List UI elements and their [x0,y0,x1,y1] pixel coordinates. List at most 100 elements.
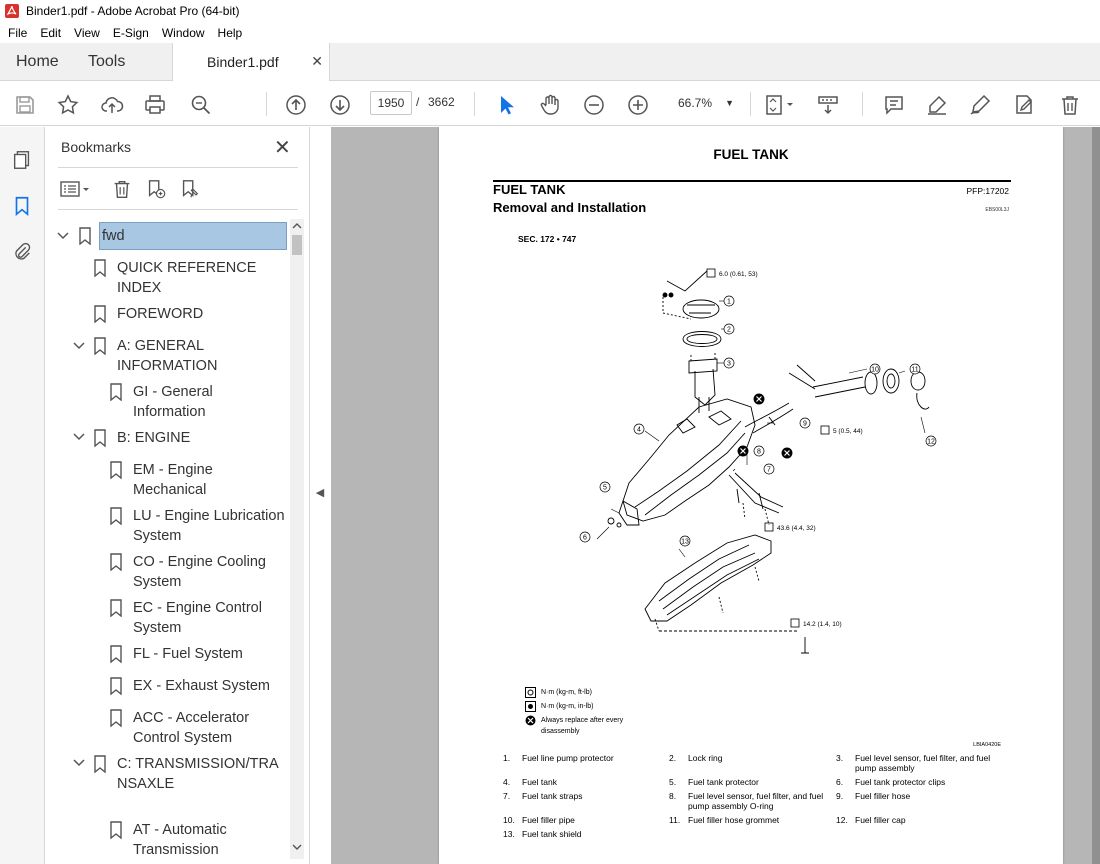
bookmark-item-foreword[interactable]: FOREWORD [117,306,204,322]
scroll-mode-icon[interactable] [815,92,841,118]
ebs-code: EBS00L3J [985,207,1009,213]
attachment-paperclip-icon[interactable] [9,239,35,265]
bookmark-item-ex-exhaust-system[interactable]: EX - Exhaust System [133,678,270,694]
scroll-up-icon[interactable] [292,221,302,231]
menu-esign[interactable]: E-Sign [112,25,149,40]
bookmark-item-lu-engine-lubrication[interactable]: LU - Engine Lubrication System [133,508,285,544]
chevron-down-icon[interactable] [72,339,86,353]
menu-edit[interactable]: Edit [40,25,62,40]
chevron-down-icon[interactable] [56,229,70,243]
tab-tools[interactable]: Tools [88,53,126,70]
scroll-down-icon[interactable] [292,842,302,852]
section-subtitle: Removal and Installation [493,200,647,215]
torque-label-4: 14.2 (1.4, 10) [803,621,842,628]
bookmark-icon [110,507,122,525]
divider [58,167,298,168]
menu-window[interactable]: Window [161,25,205,40]
page-fit-icon[interactable] [762,92,798,118]
callout-6: 6 [583,535,587,542]
next-page-icon[interactable] [327,92,353,118]
previous-page-icon[interactable] [283,92,309,118]
menu-bar: File Edit View E-Sign Window Help [0,22,1100,43]
callout-10: 10 [871,367,879,374]
bookmark-icon [94,429,106,447]
bookmark-item-fl-fuel-system[interactable]: FL - Fuel System [133,646,243,662]
sec-number: SEC. 172 • 747 [518,234,577,244]
callout-1: 1 [727,299,731,306]
torque-ftlb-icon [525,687,536,698]
page-running-header: FUEL TANK [713,147,789,162]
page-total: 3662 [428,95,455,109]
zoom-in-icon[interactable] [625,92,651,118]
bookmarks-scrollbar[interactable] [290,219,304,859]
chevron-down-icon[interactable] [72,756,86,770]
edit-pdf-icon[interactable] [1011,92,1037,118]
zoom-level-value: 66.7% [678,96,713,110]
comment-icon[interactable] [881,92,907,118]
hand-tool-icon[interactable] [537,92,563,118]
toolbar-separator [474,92,475,116]
page-thumbnails-icon[interactable] [9,147,35,173]
star-icon[interactable] [55,92,81,118]
bookmarks-toolbar [58,175,298,203]
document-scrollbar[interactable] [1092,127,1100,864]
bookmark-icon [94,337,106,355]
torque-label-2: 5 (0.5, 44) [833,428,863,435]
new-bookmark-icon[interactable] [144,177,168,201]
collapse-panel-icon[interactable]: ◀ [315,487,325,499]
print-icon[interactable] [142,92,168,118]
main-toolbar: 1950 / 3662 66.7% ▼ [0,82,1100,126]
bookmarks-panel-title: Bookmarks [61,139,132,155]
upload-cloud-icon[interactable] [99,92,125,118]
close-tab-icon[interactable]: ✕ [311,53,323,69]
bookmark-item-ec-engine-control[interactable]: EC - Engine Control System [133,600,262,636]
torque-label-1: 6.0 (0.61, 53) [719,271,758,278]
torque-label-3: 43.6 (4.4, 32) [777,525,816,532]
bookmark-icon [110,383,122,401]
toolbar-separator [266,92,267,116]
tab-home[interactable]: Home [16,53,59,70]
left-navigation-rail [0,127,45,864]
bookmark-item-fwd[interactable]: fwd [102,228,125,244]
callout-4: 4 [637,427,641,434]
section-rule [493,180,1011,182]
bookmark-item-gi-general-information[interactable]: GI - General Information [133,384,213,420]
bookmark-item-quick-reference-index[interactable]: QUICK REFERENCE INDEX [117,260,257,296]
bookmark-properties-icon[interactable] [178,177,202,201]
bookmark-item-transmission-transaxle[interactable]: C: TRANSMISSION/TRANSAXLE [117,756,279,792]
close-panel-icon[interactable]: ✕ [274,137,291,159]
delete-bookmark-icon[interactable] [110,177,134,201]
bookmark-item-at-automatic-transmission[interactable]: AT - Automatic Transmission [133,822,227,858]
bookmark-panel-icon[interactable] [9,193,35,219]
delete-trash-icon[interactable] [1057,92,1083,118]
chevron-down-icon[interactable] [72,430,86,444]
bookmark-item-co-engine-cooling[interactable]: CO - Engine Cooling System [133,554,266,590]
bookmark-item-engine[interactable]: B: ENGINE [117,430,191,446]
zoom-level-select[interactable]: 66.7% ▼ [668,91,740,115]
bookmark-item-em-engine-mechanical[interactable]: EM - Engine Mechanical [133,462,213,498]
zoom-search-icon[interactable] [188,92,214,118]
callout-7: 7 [767,467,771,474]
bookmark-icon [94,755,106,773]
menu-view[interactable]: View [74,25,100,40]
bookmark-item-general-information[interactable]: A: GENERAL INFORMATION [117,338,218,374]
title-bar: Binder1.pdf - Adobe Acrobat Pro (64-bit) [0,0,1100,22]
page-number-input[interactable]: 1950 [370,91,412,115]
save-icon[interactable] [12,92,38,118]
tab-document[interactable]: Binder1.pdf ✕ [172,43,330,81]
bookmark-item-acc-accelerator-control[interactable]: ACC - Accelerator Control System [133,710,250,746]
select-cursor-icon[interactable] [493,92,519,118]
scrollbar-thumb[interactable] [292,235,302,255]
menu-help[interactable]: Help [217,25,243,40]
menu-file[interactable]: File [8,25,28,40]
document-viewport[interactable]: FUEL TANK FUEL TANK PFP:17202 Removal an… [331,127,1100,864]
options-menu-icon[interactable] [58,177,92,201]
sign-pen-icon[interactable] [967,92,993,118]
torque-inlb-icon [525,701,536,712]
highlight-pen-icon[interactable] [924,92,950,118]
zoom-out-icon[interactable] [581,92,607,118]
section-title: FUEL TANK [493,182,566,197]
bookmark-icon [110,709,122,727]
pdf-page: FUEL TANK FUEL TANK PFP:17202 Removal an… [439,127,1063,864]
selected-bookmark-highlight [99,222,287,250]
